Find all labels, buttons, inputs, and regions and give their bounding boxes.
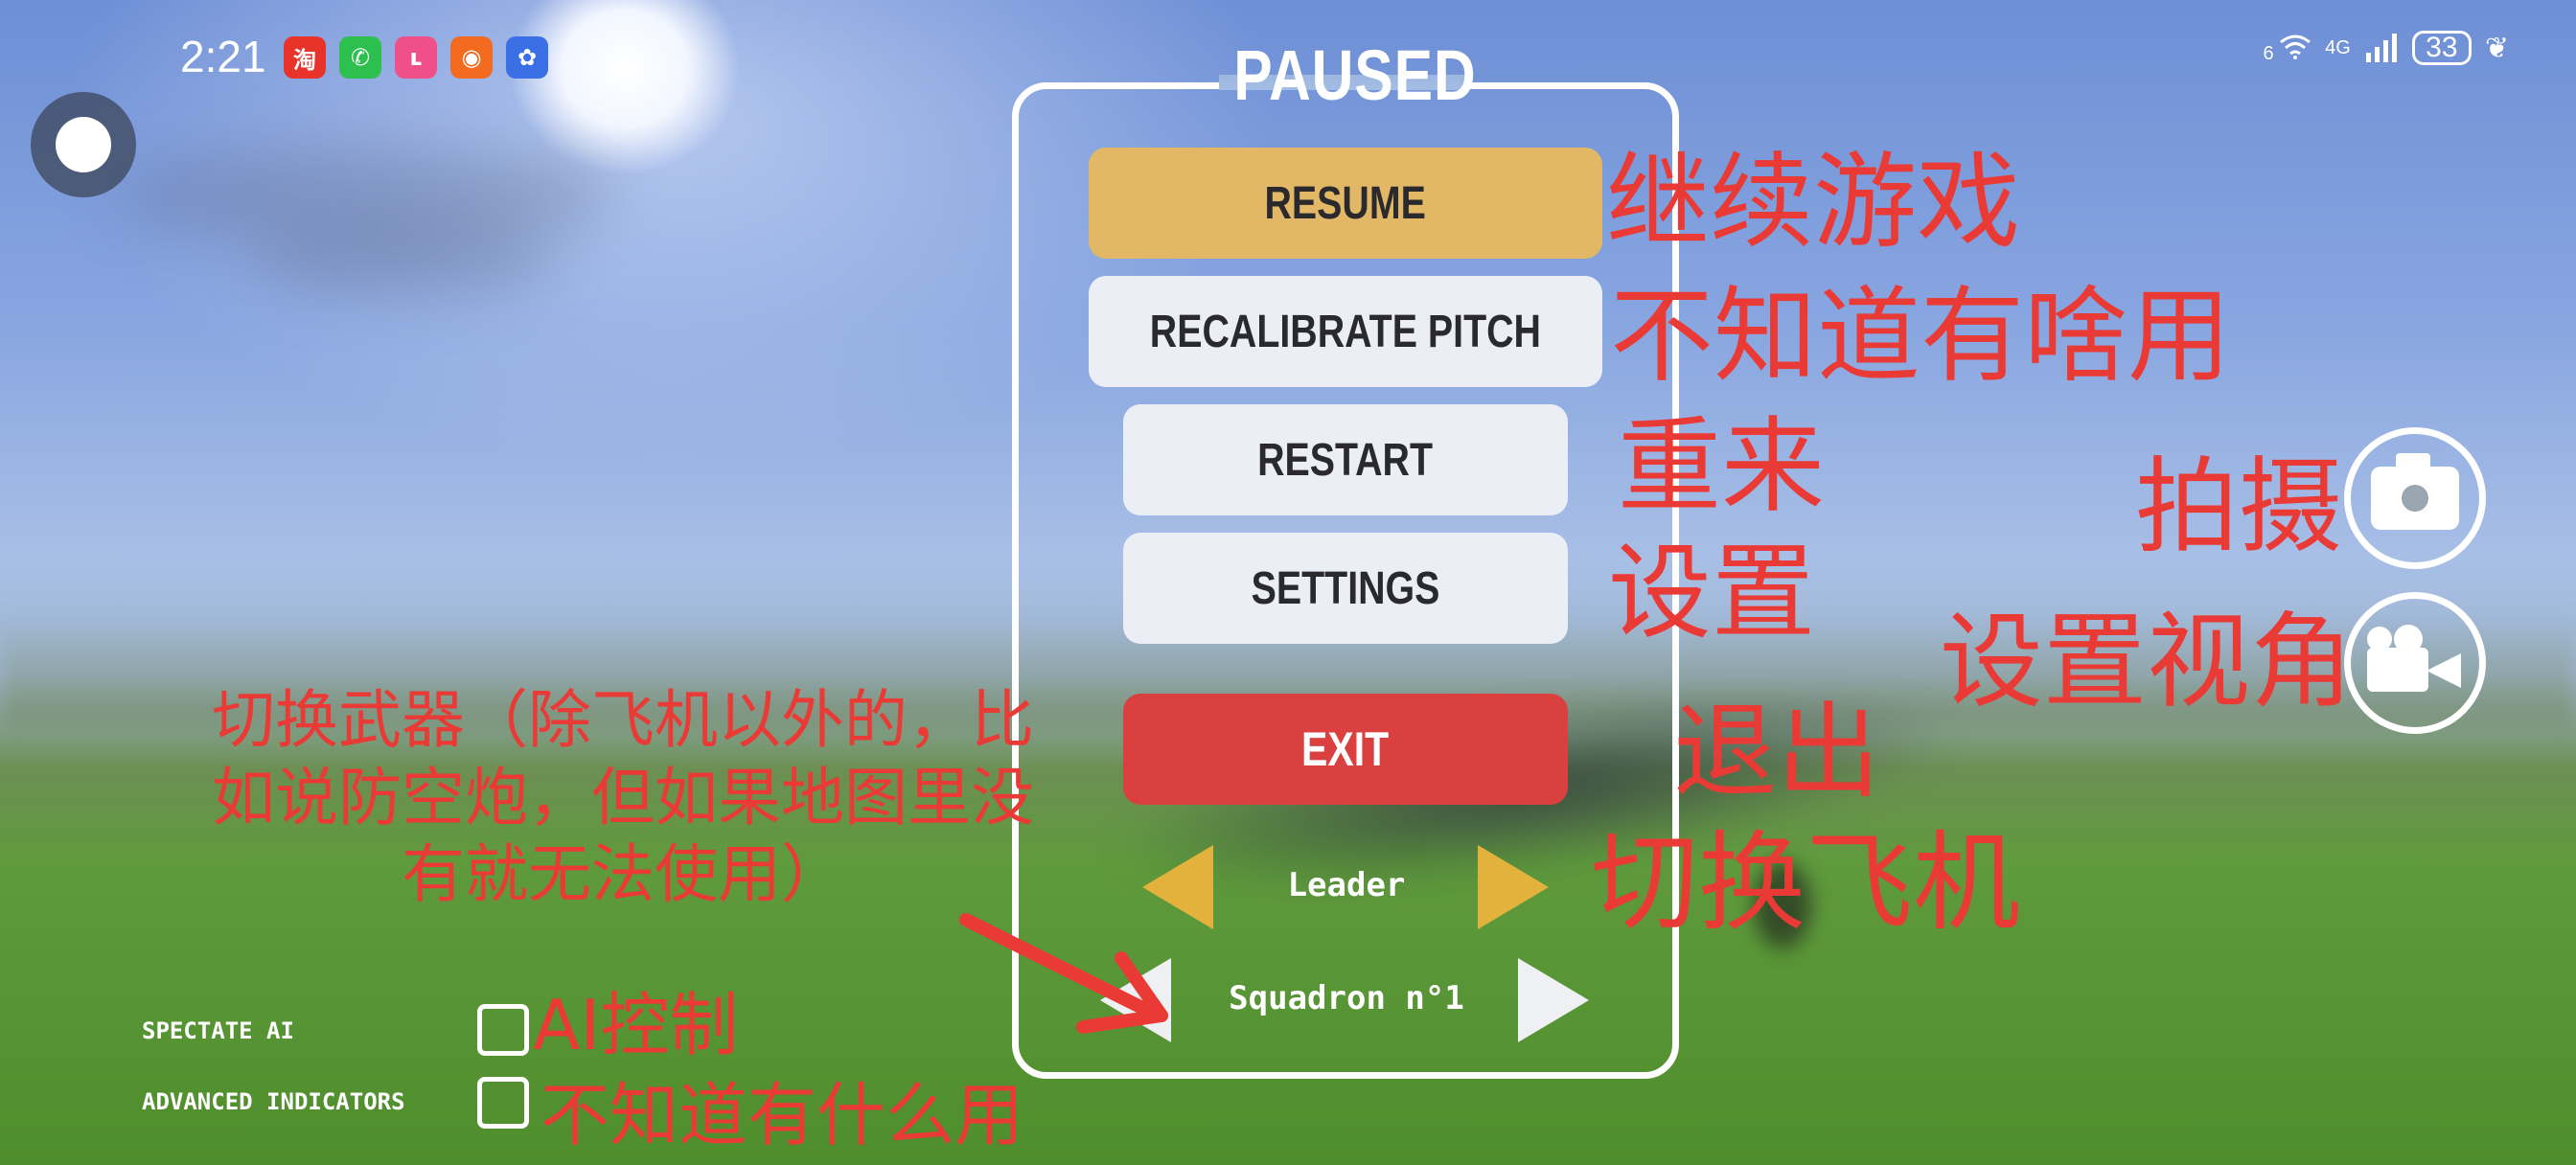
advanced-indicators-label: ADVANCED INDICATORS [142, 1088, 405, 1115]
exit-label: EXIT [1301, 722, 1390, 776]
camera-icon [2371, 453, 2459, 530]
annotation-switch-weapon: 切换武器（除飞机以外的，比如说防空炮，但如果地图里没有就无法使用） [212, 683, 1034, 912]
status-indicators: 6 4G 33 ❦ [2263, 31, 2509, 65]
status-app-icons: 淘 ✆ ʟ ◉ ✿ [284, 36, 548, 79]
recalibrate-pitch-button[interactable]: RECALIBRATE PITCH [1089, 276, 1602, 387]
screenshot-button[interactable] [2344, 427, 2486, 569]
advanced-indicators-checkbox[interactable] [477, 1077, 529, 1129]
annotation-advanced-indicators: 不知道有什么用 [540, 1075, 1024, 1155]
settings-label: SETTINGS [1251, 562, 1440, 614]
plane-selector-label: Leader [1287, 866, 1406, 904]
next-squadron-arrow-icon[interactable] [1518, 958, 1589, 1042]
restart-button[interactable]: RESTART [1123, 404, 1568, 515]
annotation-switch-plane: 切换飞机 [1591, 821, 2020, 946]
squadron-selector-label: Squadron n°1 [1229, 979, 1464, 1017]
annotation-resume: 继续游戏 [1606, 143, 2021, 263]
resume-button[interactable]: RESUME [1089, 148, 1602, 259]
camera-view-button[interactable] [2344, 592, 2486, 734]
gift-app-icon: ◉ [450, 36, 493, 79]
taobao-icon: 淘 [284, 36, 326, 79]
battery-icon: 33 [2411, 31, 2472, 65]
annotation-ai-control: AI控制 [533, 985, 739, 1065]
annotation-exit: 退出 [1673, 693, 1881, 812]
cloud [115, 144, 613, 249]
spectate-ai-checkbox[interactable] [477, 1004, 529, 1056]
network-type: 4G [2325, 37, 2351, 58]
wifi-icon: 6 [2263, 33, 2312, 63]
wifi-signal-icon [2280, 34, 2312, 59]
spectate-ai-label: SPECTATE AI [142, 1017, 294, 1044]
baidu-icon: ✿ [506, 36, 548, 79]
annotation-photo: 拍摄 [2135, 447, 2343, 567]
settings-button[interactable]: SETTINGS [1123, 533, 1568, 644]
battery-level: 33 [2426, 32, 2458, 63]
recalibrate-label: RECALIBRATE PITCH [1149, 306, 1542, 357]
wifi-version: 6 [2263, 43, 2274, 64]
cloud [249, 220, 556, 297]
video-camera-icon [2367, 625, 2463, 692]
lofter-icon: ʟ [395, 36, 437, 79]
pause-title: PAUSED [1233, 35, 1477, 115]
annotation-camera-view: 设置视角 [1940, 603, 2355, 722]
previous-plane-arrow-icon[interactable] [1142, 845, 1213, 929]
annotation-recalibrate: 不知道有啥用 [1610, 277, 2232, 397]
resume-label: RESUME [1264, 177, 1427, 229]
annotation-settings: 设置 [1608, 534, 1816, 653]
next-plane-arrow-icon[interactable] [1478, 845, 1549, 929]
wechat-icon: ✆ [339, 36, 381, 79]
leaf-icon: ❦ [2484, 32, 2509, 64]
status-time: 2:21 [180, 32, 266, 81]
exit-button[interactable]: EXIT [1123, 694, 1568, 805]
previous-squadron-arrow-icon[interactable] [1100, 958, 1171, 1042]
annotation-restart: 重来 [1618, 407, 1826, 527]
cell-signal-icon [2365, 34, 2397, 62]
panel-title-gap [1219, 75, 1470, 90]
floating-assist-button[interactable] [31, 92, 136, 197]
assist-dot-icon [56, 117, 111, 172]
restart-label: RESTART [1257, 434, 1434, 486]
